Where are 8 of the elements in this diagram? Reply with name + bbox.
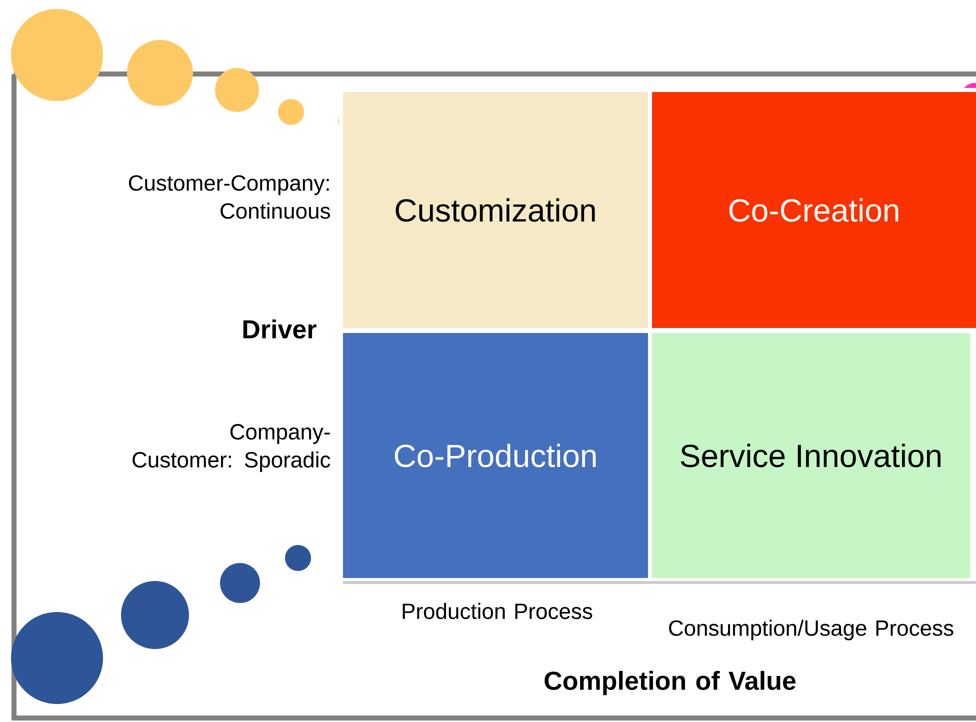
axis-label: Consumption/Usage Process [669,620,954,640]
axis-label: Production Process [402,602,592,620]
quadrant-box: Co-Creation [652,92,976,328]
axis-title: Completion of Value [544,670,796,696]
quadrant-box: Customization [343,92,648,328]
quadrant-box: Co-Production [343,333,648,578]
axis-title: Driver [243,319,316,339]
quadrant-box: Service Innovation [652,333,970,578]
